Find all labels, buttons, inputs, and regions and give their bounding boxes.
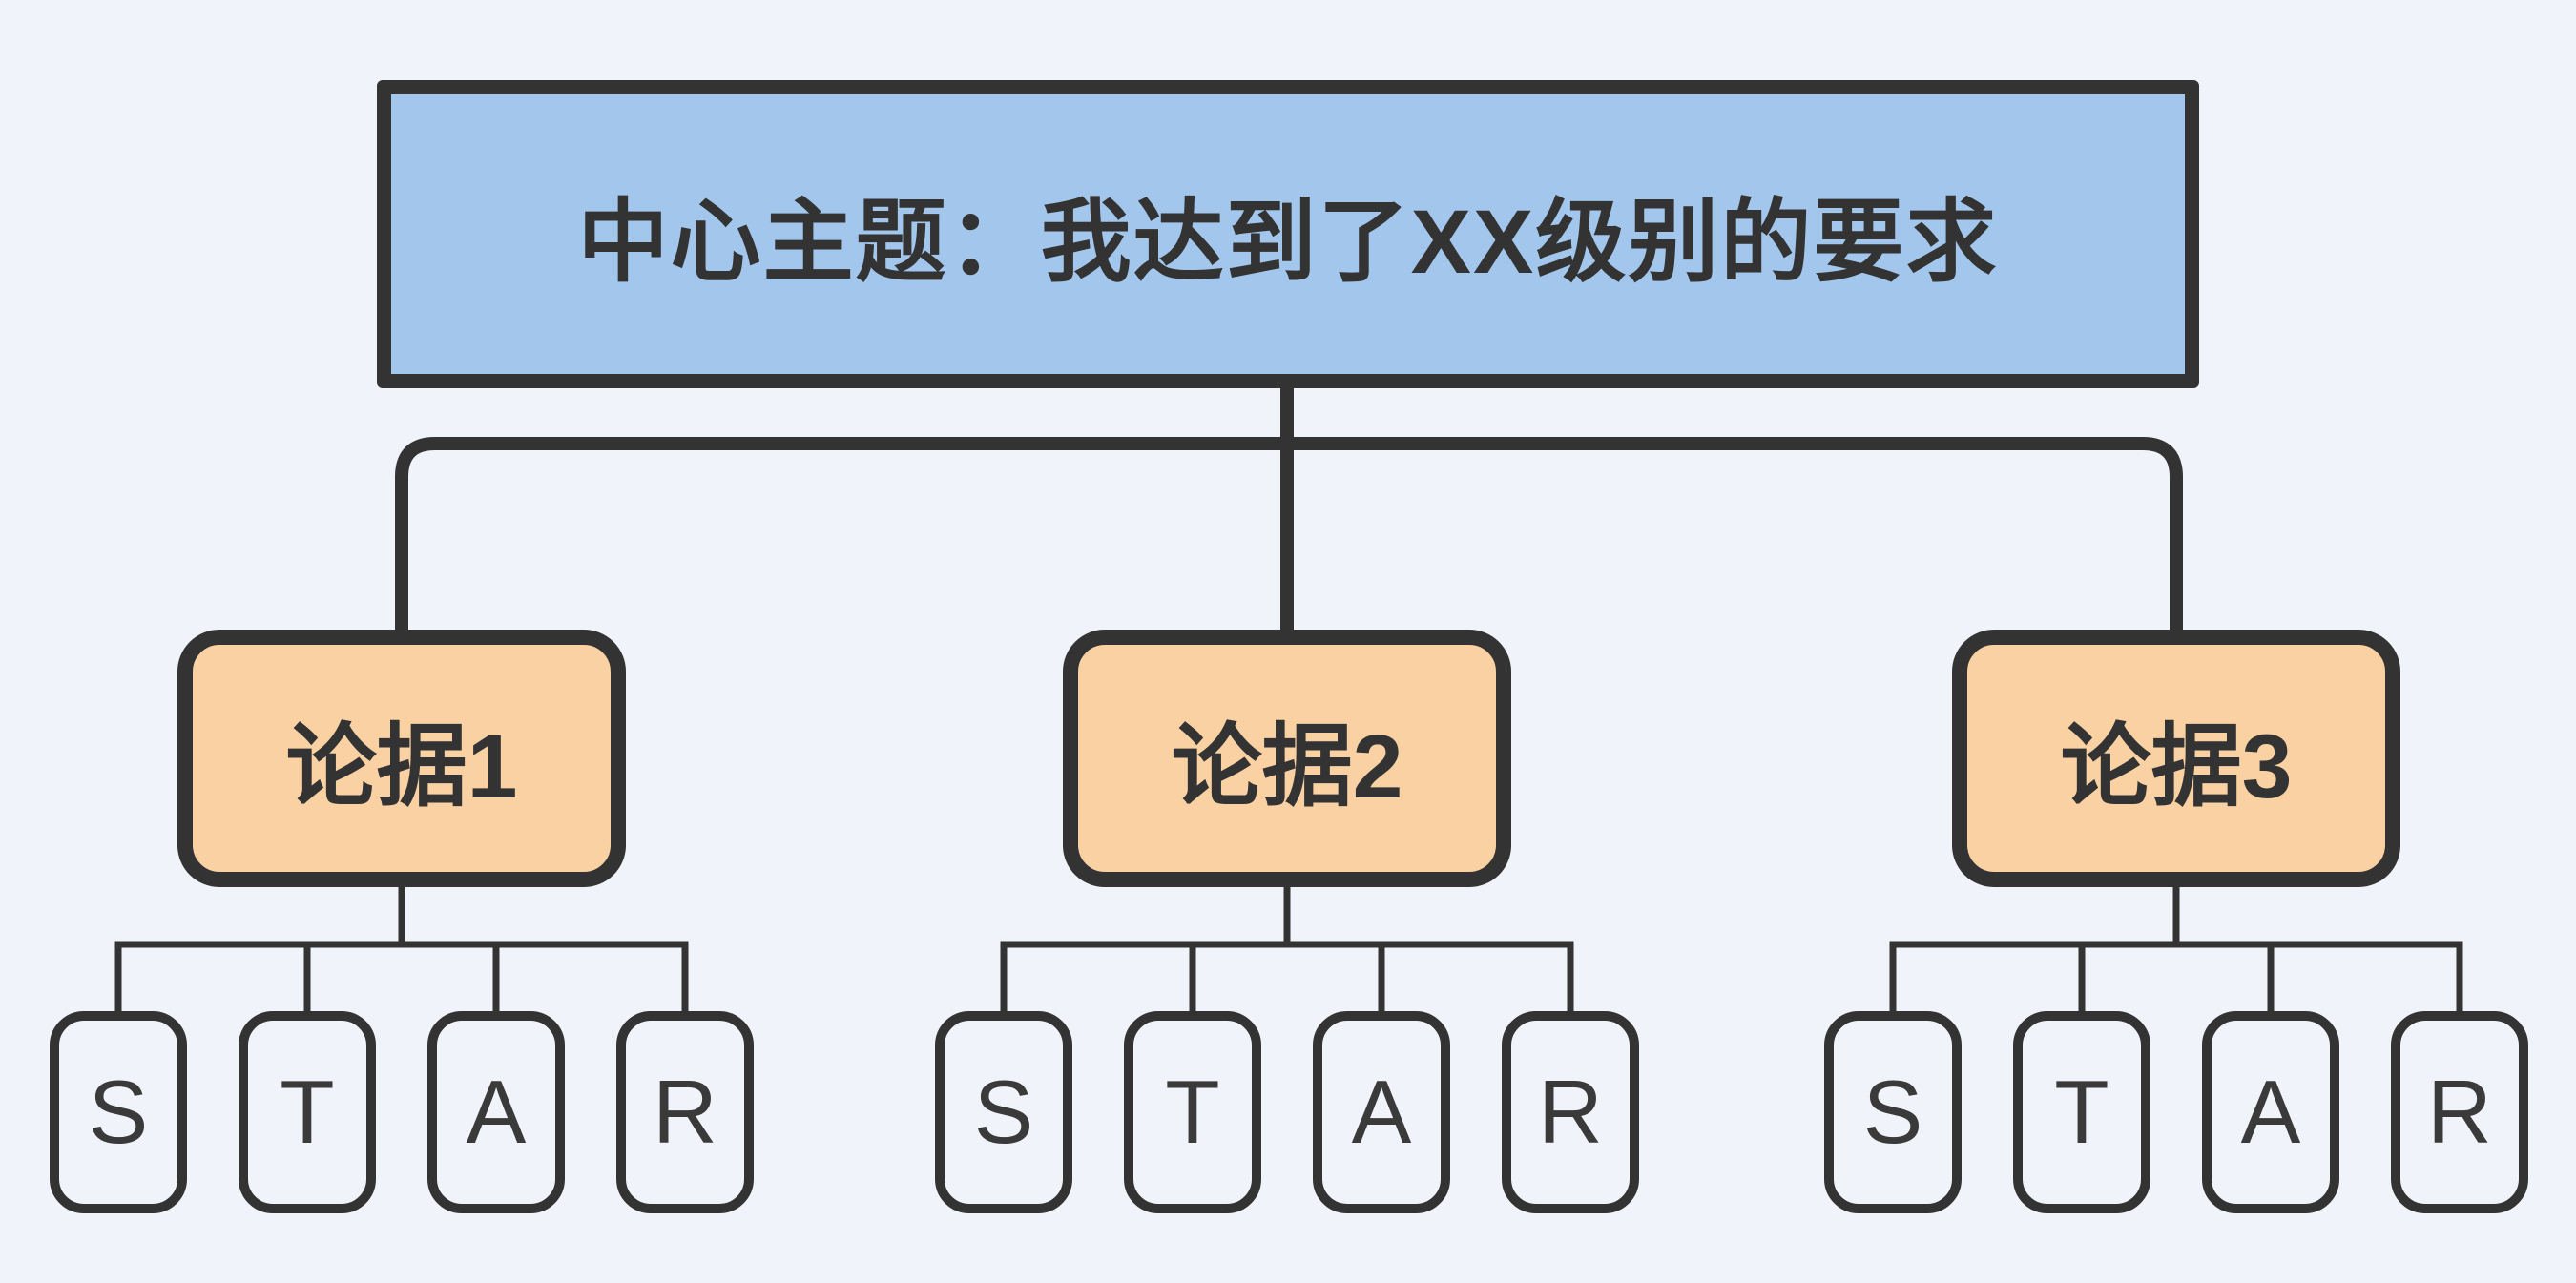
leaf-1-t-label: T [280, 1062, 335, 1162]
leaf-node-2-r[interactable]: R [1502, 1011, 1639, 1213]
leaf-node-3-a[interactable]: A [2202, 1011, 2339, 1213]
leaf-node-1-t[interactable]: T [239, 1011, 376, 1213]
leaf-2-a-label: A [1351, 1062, 1412, 1162]
root-topic-label: 中心主题：我达到了XX级别的要求 [577, 192, 1999, 293]
root-to-branch1-branch3-connector [395, 437, 2183, 637]
branch-3-label: 论据3 [2060, 715, 2293, 817]
leaf-3-r-label: R [2427, 1062, 2492, 1162]
branch-2-label: 论据2 [1171, 715, 1403, 817]
leaf-2-r-label: R [1538, 1062, 1603, 1162]
branch-node-1[interactable]: 论据1 [177, 630, 626, 887]
leaf-node-3-s[interactable]: S [1824, 1011, 1962, 1213]
branch-node-3[interactable]: 论据3 [1952, 630, 2400, 887]
leaf-1-s-label: S [88, 1062, 149, 1162]
branch2-to-leaves-connector [1000, 879, 1574, 1015]
branch-1-label: 论据1 [285, 715, 518, 817]
leaf-3-t-label: T [2054, 1062, 2109, 1162]
leaf-2-t-label: T [1165, 1062, 1220, 1162]
leaf-2-s-label: S [973, 1062, 1034, 1162]
leaf-node-2-t[interactable]: T [1124, 1011, 1261, 1213]
root-topic-node[interactable]: 中心主题：我达到了XX级别的要求 [377, 80, 2199, 388]
leaf-1-a-label: A [466, 1062, 527, 1162]
leaf-node-3-r[interactable]: R [2391, 1011, 2528, 1213]
branch-node-2[interactable]: 论据2 [1063, 630, 1511, 887]
leaf-node-1-r[interactable]: R [616, 1011, 754, 1213]
leaf-node-2-s[interactable]: S [935, 1011, 1072, 1213]
branch1-to-leaves-connector [114, 879, 689, 1015]
leaf-3-a-label: A [2240, 1062, 2301, 1162]
leaf-node-1-a[interactable]: A [427, 1011, 565, 1213]
leaf-3-s-label: S [1862, 1062, 1923, 1162]
leaf-node-1-s[interactable]: S [50, 1011, 187, 1213]
leaf-node-2-a[interactable]: A [1313, 1011, 1450, 1213]
branch3-to-leaves-connector [1889, 879, 2463, 1015]
leaf-node-3-t[interactable]: T [2013, 1011, 2150, 1213]
leaf-1-r-label: R [653, 1062, 717, 1162]
